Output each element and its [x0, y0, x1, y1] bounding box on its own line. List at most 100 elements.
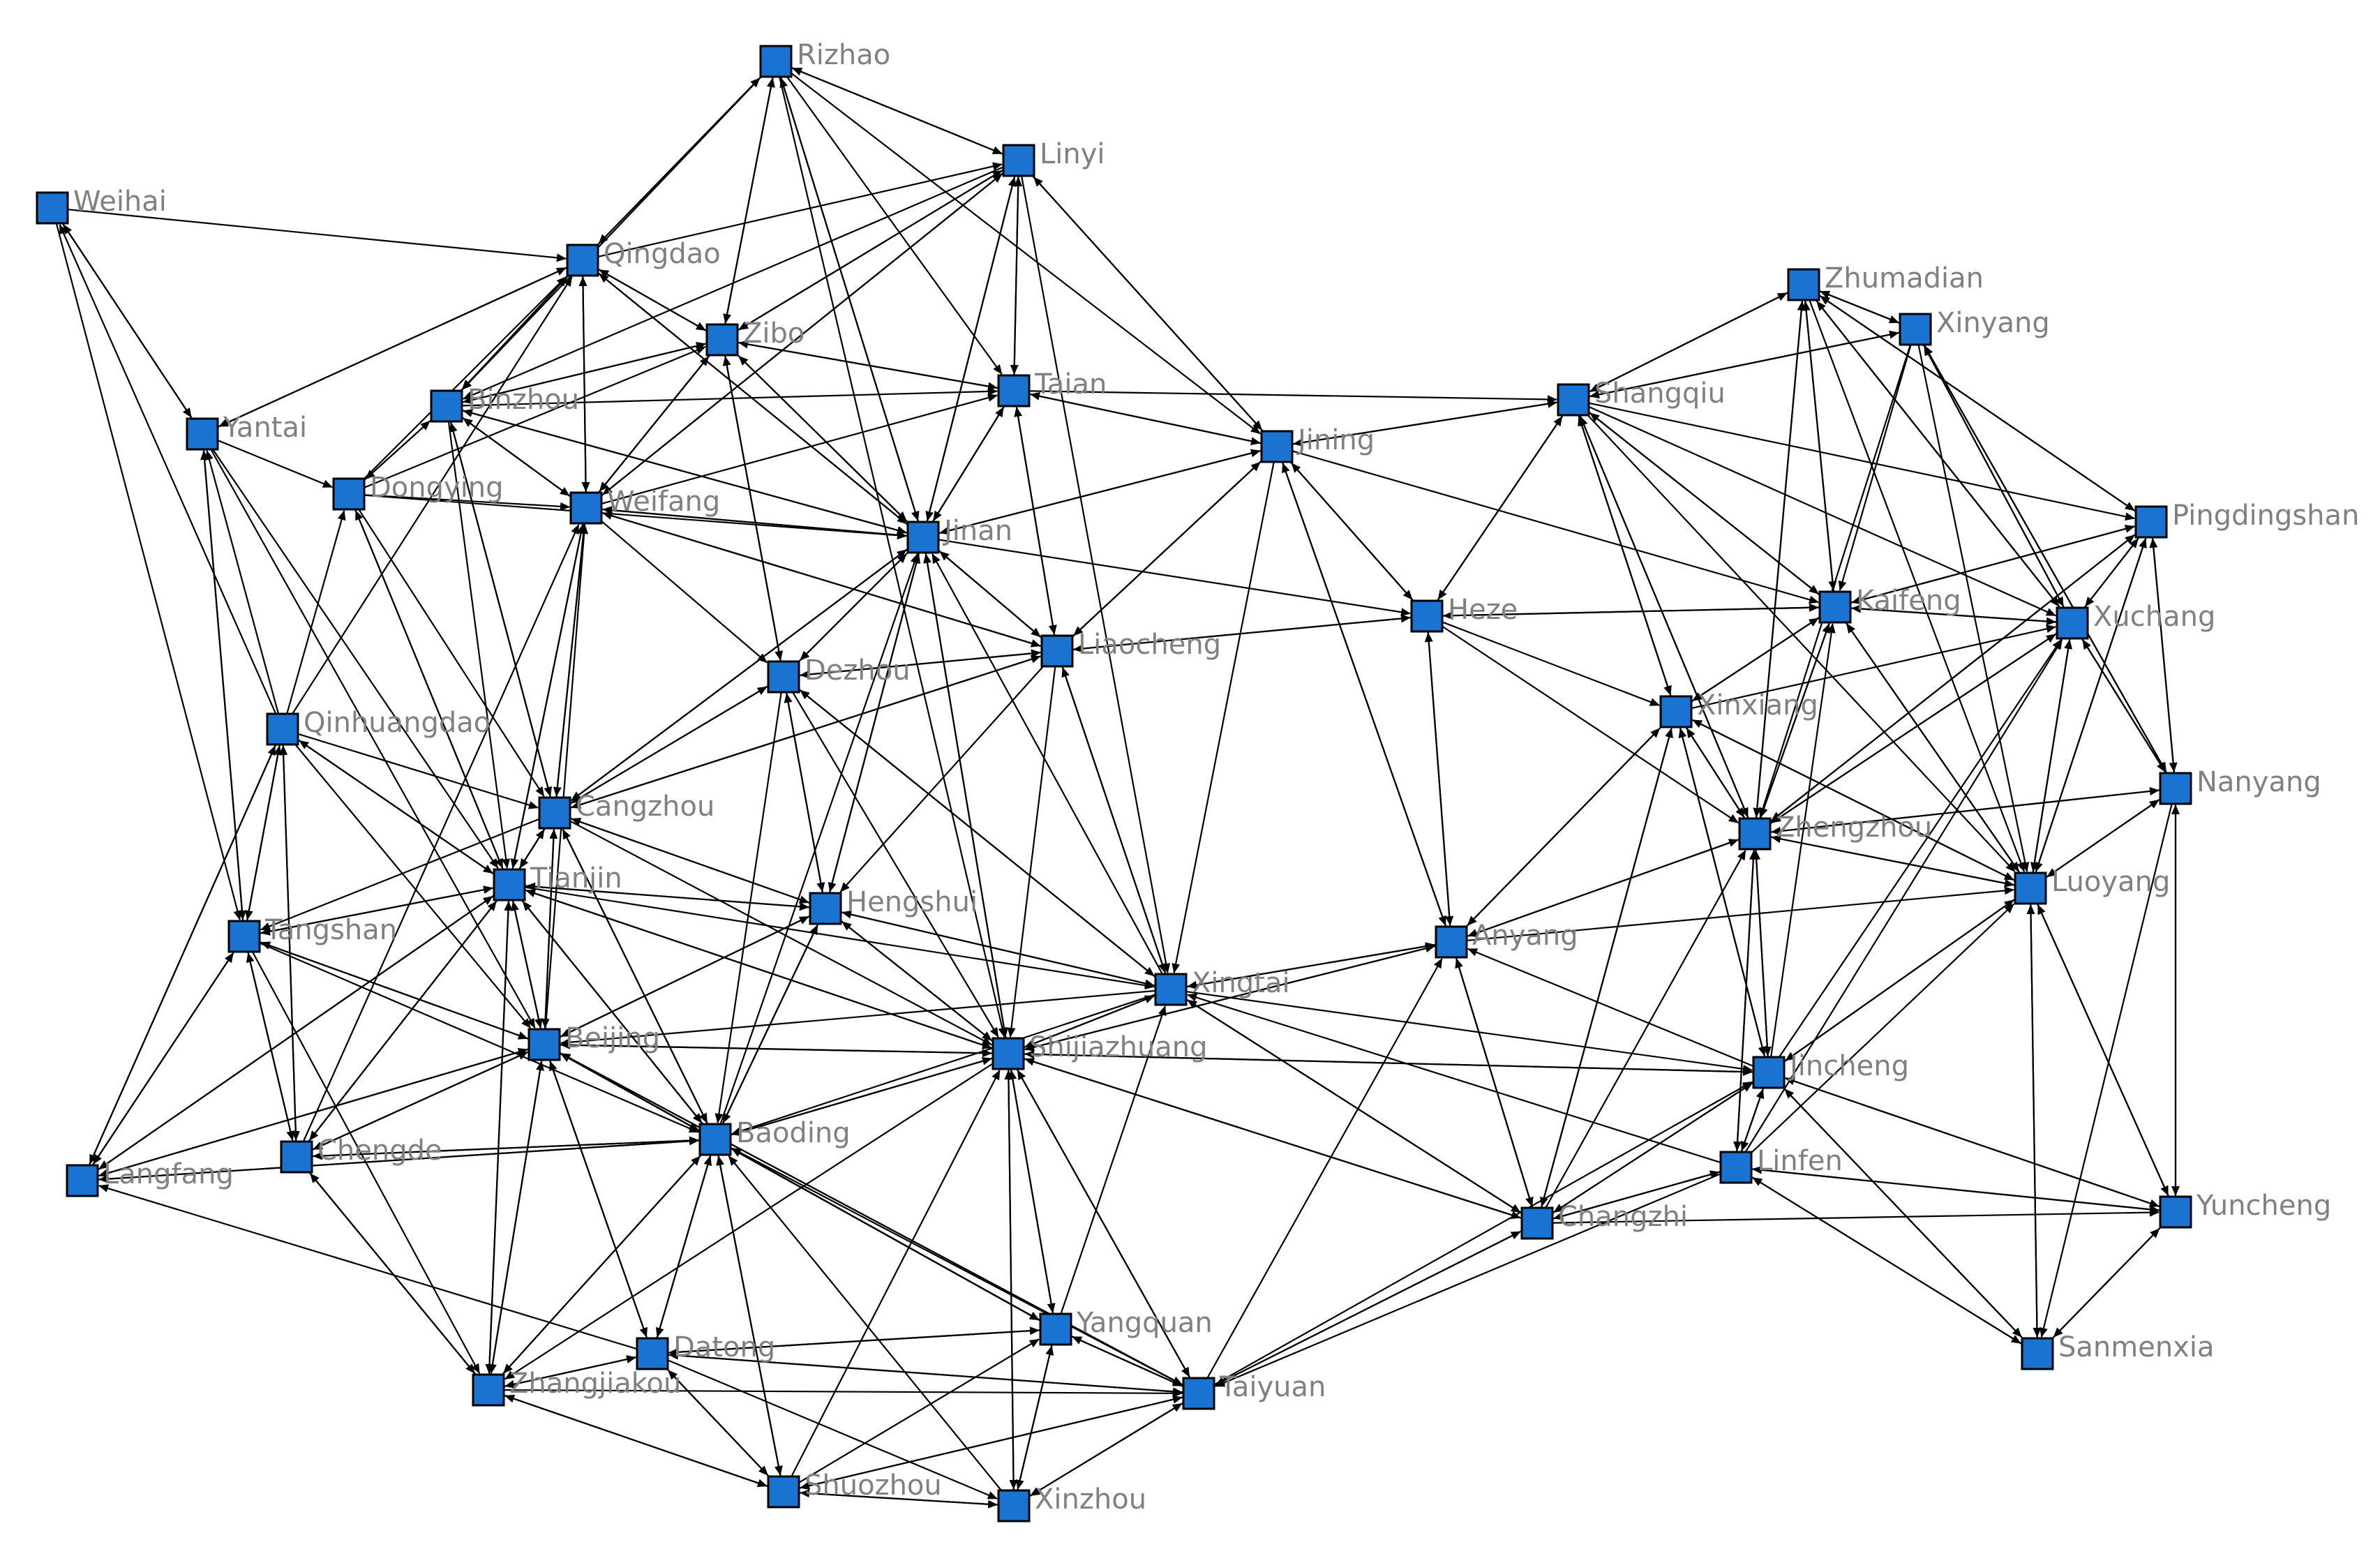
node-marker [1040, 634, 1074, 668]
node-luoyang: Luoyang [2014, 866, 2170, 905]
node-label: Kaifeng [1856, 585, 1961, 617]
edge-anyang-to-jining [1282, 463, 1447, 927]
node-label: Shijiazhuang [1029, 1031, 1208, 1063]
edge-nanyang-to-xinyang [1924, 345, 2168, 774]
node-marker [66, 1164, 99, 1197]
node-marker [1659, 695, 1693, 728]
node-jinan: Jinan [906, 515, 1012, 554]
edge-sanmenxia-to-jincheng [1784, 1089, 2023, 1339]
edge-xinzhou-to-yangquan [1017, 1345, 1054, 1491]
edge-luoyang-to-xinxiang [1692, 719, 2016, 882]
edge-linfen-to-xuchang [1744, 639, 2063, 1153]
edge-zhengzhou-to-kaifeng [1759, 623, 1830, 819]
edge-dongying-to-weifang [364, 494, 570, 511]
edge-langfang-to-baoding [97, 1137, 699, 1181]
edge-luoyang-to-pingdingshan [2035, 538, 2147, 874]
edge-datong-to-beijing [549, 1061, 648, 1339]
edge-liaocheng-to-jining [1072, 461, 1261, 638]
node-rizhao: Rizhao [759, 39, 890, 78]
edge-weihai-to-qingdao [67, 209, 567, 262]
node-label: Linyi [1040, 138, 1105, 170]
node-marker [767, 1475, 800, 1509]
edge-dongying-to-binzhou [364, 420, 431, 481]
edge-zhumadian-to-shangqiu [1589, 292, 1789, 392]
node-label: Yuncheng [2196, 1190, 2331, 1222]
edge-xinzhou-to-shuozhou [800, 1489, 999, 1506]
edge-liaocheng-to-taian [1014, 407, 1056, 636]
node-yantai: Yantai [186, 412, 307, 451]
edge-changzhi-to-anyang [1455, 958, 1534, 1209]
node-label: Jinan [942, 515, 1012, 547]
edge-jincheng-to-shijiazhuang [1024, 1049, 1754, 1073]
edge-binzhou-to-taian [461, 387, 998, 407]
edge-xingtai-to-jinan [931, 553, 1163, 975]
node-label: Baoding [736, 1117, 851, 1149]
edge-xingtai-to-beijing [560, 989, 1156, 1047]
edge-taiyuan-to-baoding [731, 1147, 1184, 1386]
edge-cangzhou-to-shijiazhuang [569, 820, 992, 1046]
edge-jincheng-to-zhengzhou [1752, 850, 1769, 1058]
edge-cangzhou-to-dezhou [569, 686, 768, 805]
edge-jincheng-to-anyang [1467, 948, 1754, 1067]
edge-dezhou-to-jinan [798, 553, 907, 662]
edge-jinan-to-taian [931, 407, 1005, 523]
node-label: Qinhuangdao [304, 707, 491, 739]
node-marker [2056, 606, 2089, 640]
node-label: Taian [1034, 368, 1107, 401]
node-marker [1738, 817, 1772, 851]
edge-taiyuan-to-anyang [1206, 958, 1443, 1379]
node-label: Yantai [223, 412, 307, 444]
edge-dongying-to-zibo [364, 345, 706, 488]
edge-xuchang-to-kaifeng [1851, 604, 2058, 623]
edge-yangquan-to-xingtai [1060, 1005, 1167, 1315]
edge-cangzhou-to-liaocheng [569, 655, 1041, 809]
node-qingdao: Qingdao [566, 238, 721, 277]
node-marker [1520, 1206, 1554, 1240]
node-zhumadian: Zhumadian [1787, 262, 1984, 301]
node-weihai: Weihai [36, 186, 167, 225]
node-marker [266, 712, 299, 746]
edge-yantai-to-dongying [217, 439, 333, 488]
edge-binzhou-to-tianjin [447, 421, 511, 869]
edge-liaocheng-to-jinan [939, 551, 1042, 639]
node-marker [186, 417, 219, 451]
edge-beijing-to-hengshui [559, 915, 809, 1038]
node-label: Tangshan [264, 914, 397, 946]
edge-shijiazhuang-to-beijing [560, 1040, 994, 1054]
node-dongying: Dongying [332, 472, 504, 511]
edge-taian-to-shangqiu [1028, 390, 1557, 404]
node-label: Xingtai [1192, 967, 1290, 999]
edge-pingdingshan-to-zhumadian [1820, 295, 2136, 512]
edge-sanmenxia-to-luoyang [2026, 904, 2038, 1339]
edge-jincheng-to-xuchang [1778, 639, 2062, 1058]
edge-tangshan-to-baoding [259, 942, 699, 1133]
edge-chengde-to-beijing [311, 1051, 528, 1151]
edge-beijing-to-tianjin [511, 901, 542, 1030]
edge-zhengzhou-to-zhumadian [1755, 301, 1806, 819]
node-linfen: Linfen [1719, 1145, 1843, 1184]
node-label: Linfen [1757, 1145, 1843, 1177]
edge-cangzhou-to-tangshan [260, 818, 540, 931]
edge-shuozhou-to-shijiazhuang [791, 1070, 1001, 1477]
node-marker [809, 892, 842, 925]
edge-weifang-to-dezhou [601, 520, 768, 664]
edge-xinxiang-to-xuchang [1691, 624, 2056, 710]
edge-linfen-to-luoyang [1751, 903, 2014, 1153]
edge-zhengzhou-to-xinxiang [1686, 728, 1746, 819]
node-qinhuangdao: Qinhuangdao [266, 707, 491, 746]
edge-zibo-to-linyi [737, 170, 1003, 331]
edge-cangzhou-to-jinan [569, 549, 907, 802]
edge-zhengzhou-to-nanyang [1769, 787, 2160, 833]
edge-hengshui-to-dezhou [784, 693, 824, 894]
node-label: Jincheng [1788, 1050, 1909, 1082]
edge-pingdingshan-to-xuchang [2084, 537, 2140, 607]
node-label: Langfang [103, 1158, 234, 1190]
edge-qingdao-to-linyi [597, 162, 1003, 258]
edge-zhangjiakou-to-taiyuan [503, 1389, 1183, 1398]
edge-luoyang-to-nanyang [2045, 799, 2160, 878]
edge-yuncheng-to-linfen [1752, 1165, 2161, 1211]
edge-langfang-to-beijing [97, 1047, 528, 1177]
node-label: Zhangjiakou [509, 1368, 681, 1400]
node-zhangjiakou: Zhangjiakou [472, 1368, 681, 1407]
